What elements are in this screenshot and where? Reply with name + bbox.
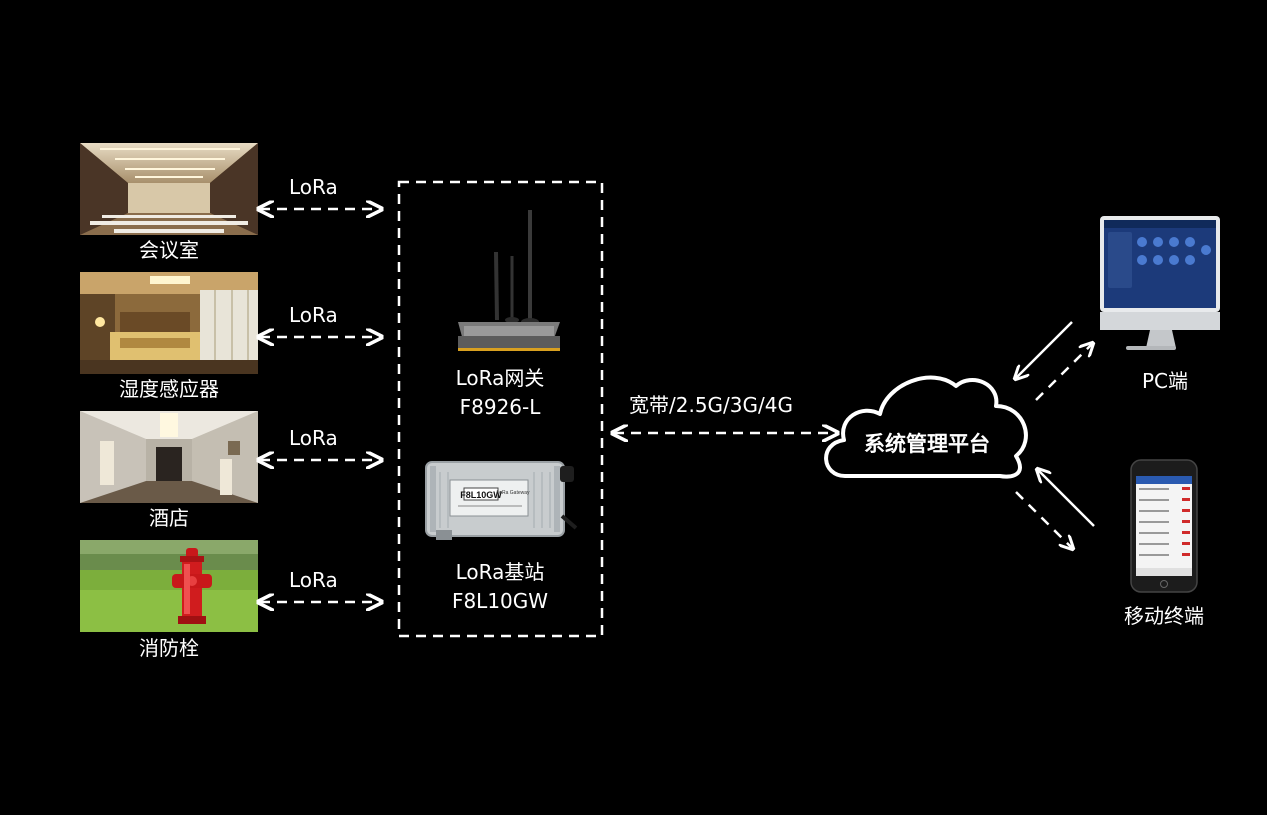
mobile-arrow-solid: [1038, 470, 1095, 527]
hotel-corridor-photo: [80, 411, 258, 503]
pc-arrow-dashed: [1035, 344, 1092, 401]
uplink-label: 宽带/2.5G/3G/4G: [629, 393, 793, 417]
client-label-pc: PC端: [1141, 369, 1189, 393]
source-label-fire-hydrant: 消防栓: [139, 636, 199, 660]
link-label-lora-1: LoRa: [289, 175, 338, 199]
gateway-device-image: [458, 210, 560, 351]
base-station-name: LoRa基站: [455, 560, 545, 584]
base-station-device-image: F8L10GW LoRa Gateway: [425, 461, 578, 540]
gateway-group-box: [397, 180, 604, 638]
client-label-mobile: 移动终端: [1124, 604, 1204, 628]
smartphone-icon: [1130, 459, 1198, 593]
monitor-icon: [1100, 216, 1220, 350]
pc-arrow-solid: [1016, 321, 1073, 378]
source-label-hotel: 酒店: [149, 506, 189, 530]
link-label-lora-2: LoRa: [289, 303, 338, 327]
source-label-humidity-sensor: 湿度感应器: [119, 377, 219, 401]
link-label-lora-4: LoRa: [289, 568, 338, 592]
platform-label: 系统管理平台: [864, 432, 990, 456]
base-station-device-sublabel: LoRa Gateway: [496, 490, 530, 496]
link-label-lora-3: LoRa: [289, 426, 338, 450]
source-label-conference-room: 会议室: [139, 238, 199, 262]
gateway-model: F8926-L: [459, 395, 541, 419]
gateway-name: LoRa网关: [455, 366, 545, 390]
bedroom-photo: [80, 272, 258, 374]
base-station-device-label: F8L10GW: [460, 490, 502, 500]
base-station-model: F8L10GW: [451, 589, 549, 613]
mobile-arrow-dashed: [1015, 491, 1072, 548]
cloud-icon: [824, 375, 1028, 479]
conference-room-photo: [80, 143, 258, 235]
fire-hydrant-photo: [80, 540, 258, 632]
